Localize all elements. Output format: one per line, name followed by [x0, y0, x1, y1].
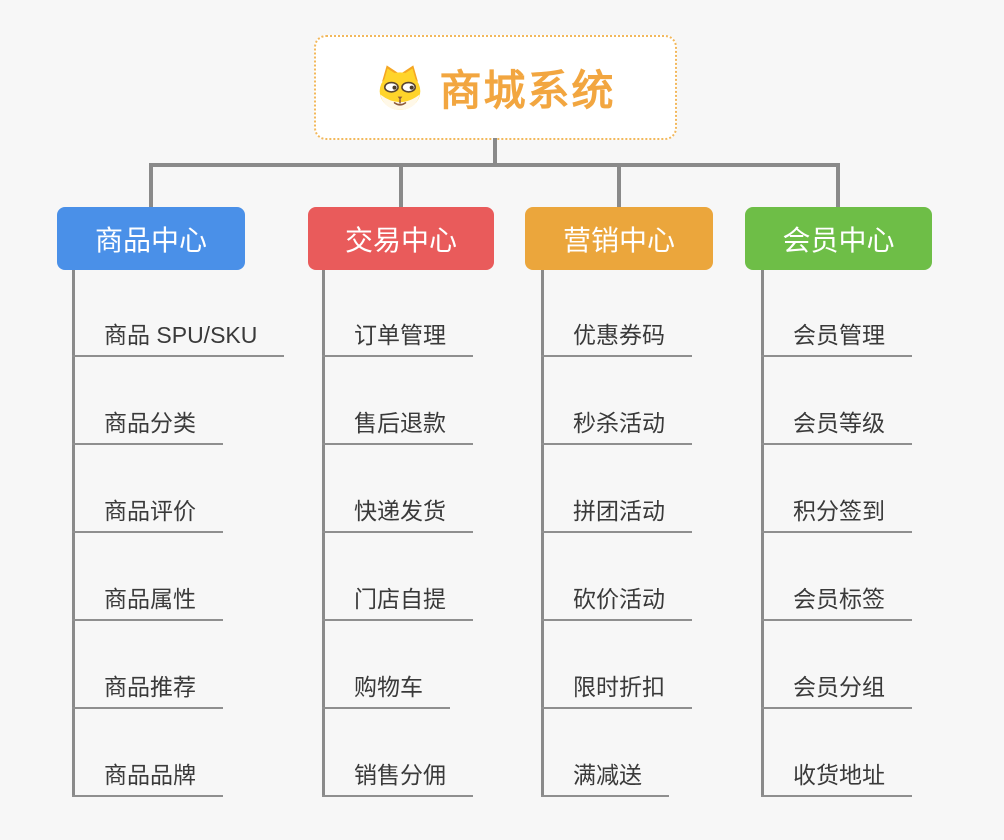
leaf-item[interactable]: 限时折扣 — [541, 669, 692, 709]
branch-node-marketing[interactable]: 营销中心 — [525, 207, 713, 270]
leaf-item[interactable]: 拼团活动 — [541, 493, 692, 533]
branch-label: 营销中心 — [562, 224, 675, 256]
connector-stub — [836, 163, 840, 209]
branch-node-trade[interactable]: 交易中心 — [308, 207, 494, 270]
root-title: 商城系统 — [439, 67, 616, 114]
leaf-item[interactable]: 商品品牌 — [72, 757, 223, 797]
branch-spine — [72, 270, 75, 797]
leaf-item[interactable]: 销售分佣 — [322, 757, 473, 797]
leaf-item[interactable]: 商品属性 — [72, 581, 223, 621]
root-node[interactable]: 商城系统 — [314, 35, 677, 140]
connector-root-drop — [493, 138, 497, 167]
leaf-item[interactable]: 快递发货 — [322, 493, 473, 533]
connector-stub — [149, 163, 153, 209]
branch-node-product[interactable]: 商品中心 — [57, 207, 245, 270]
leaf-item[interactable]: 秒杀活动 — [541, 405, 692, 445]
leaf-item[interactable]: 售后退款 — [322, 405, 473, 445]
leaf-item[interactable]: 商品分类 — [72, 405, 223, 445]
leaf-item[interactable]: 订单管理 — [322, 317, 473, 357]
leaf-item[interactable]: 门店自提 — [322, 581, 473, 621]
leaf-item[interactable]: 会员管理 — [761, 317, 912, 357]
leaf-item[interactable]: 砍价活动 — [541, 581, 692, 621]
leaf-item[interactable]: 收货地址 — [761, 757, 912, 797]
leaf-item[interactable]: 商品评价 — [72, 493, 223, 533]
branch-label: 交易中心 — [344, 224, 457, 256]
leaf-item[interactable]: 优惠券码 — [541, 317, 692, 357]
leaf-item[interactable]: 会员标签 — [761, 581, 912, 621]
branch-spine — [322, 270, 325, 797]
leaf-item[interactable]: 商品推荐 — [72, 669, 223, 709]
leaf-item[interactable]: 会员等级 — [761, 405, 912, 445]
leaf-item[interactable]: 会员分组 — [761, 669, 912, 709]
connector-stub — [617, 163, 621, 209]
branch-spine — [541, 270, 544, 797]
branch-label: 商品中心 — [94, 224, 207, 256]
connector-horizontal — [150, 163, 840, 167]
leaf-item[interactable]: 商品 SPU/SKU — [72, 317, 285, 357]
dog-face-icon — [380, 64, 421, 110]
leaf-item[interactable]: 积分签到 — [761, 493, 912, 533]
branch-label: 会员中心 — [782, 224, 895, 256]
leaf-item[interactable]: 购物车 — [322, 669, 450, 709]
branch-node-member[interactable]: 会员中心 — [745, 207, 932, 270]
branch-spine — [761, 270, 764, 797]
connector-stub — [399, 163, 403, 209]
leaf-item[interactable]: 满减送 — [541, 757, 669, 797]
